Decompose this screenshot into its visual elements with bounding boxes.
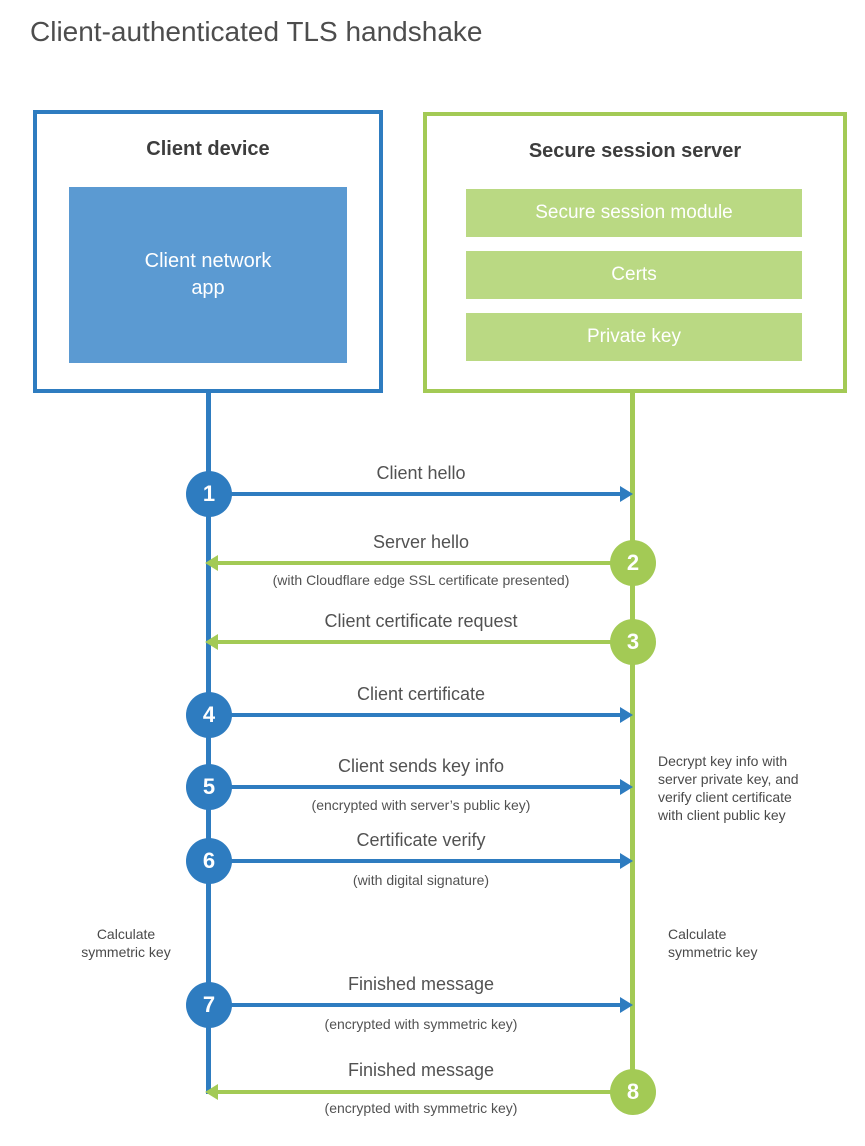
step-6-arrow <box>209 853 633 869</box>
step-4-arrow <box>209 707 633 723</box>
step-6-sublabel: (with digital signature) <box>352 872 490 888</box>
step-3-circle: 3 <box>610 619 656 665</box>
step-5-sublabel: (encrypted with server’s public key) <box>311 797 531 813</box>
step-4-label: Client certificate <box>356 684 486 704</box>
step-6-circle: 6 <box>186 838 232 884</box>
step-5-circle: 5 <box>186 764 232 810</box>
step-2-arrow <box>205 555 633 571</box>
step-7-sublabel: (encrypted with symmetric key) <box>324 1016 518 1032</box>
calculate-symmetric-key-note-client: Calculate symmetric key <box>81 926 171 960</box>
step-6-label: Certificate verify <box>356 830 486 850</box>
secure-session-server-title: Secure session server <box>528 140 742 162</box>
step-7-arrow <box>209 997 633 1013</box>
step-1-arrow <box>209 486 633 502</box>
step-7-circle: 7 <box>186 982 232 1028</box>
server-module-certs: Certs <box>466 251 802 299</box>
client-lifeline <box>206 391 211 1094</box>
step-1-circle: 1 <box>186 471 232 517</box>
step-3-label: Client certificate request <box>324 611 518 631</box>
step-8-circle: 8 <box>610 1069 656 1115</box>
server-module-secure-session: Secure session module <box>466 189 802 237</box>
step-2-label: Server hello <box>372 532 470 552</box>
page-title: Client-authenticated TLS handshake <box>30 16 483 47</box>
step-2-circle: 2 <box>610 540 656 586</box>
server-lifeline <box>630 391 635 1092</box>
client-network-app-box: Client network app <box>69 187 347 363</box>
client-device-title: Client device <box>146 138 270 160</box>
step-7-label: Finished message <box>347 974 495 994</box>
step-5-label: Client sends key info <box>337 756 505 776</box>
step-5-arrow <box>209 779 633 795</box>
step-8-arrow <box>205 1084 633 1100</box>
decrypt-note: Decrypt key info with server private key… <box>658 753 799 823</box>
server-module-private-key: Private key <box>466 313 802 361</box>
calculate-symmetric-key-note-server: Calculate symmetric key <box>668 926 758 960</box>
step-2-sublabel: (with Cloudflare edge SSL certificate pr… <box>272 572 570 588</box>
step-3-arrow <box>205 634 633 650</box>
step-1-label: Client hello <box>376 463 466 483</box>
step-4-circle: 4 <box>186 692 232 738</box>
step-8-label: Finished message <box>347 1060 495 1080</box>
step-8-sublabel: (encrypted with symmetric key) <box>324 1100 518 1116</box>
